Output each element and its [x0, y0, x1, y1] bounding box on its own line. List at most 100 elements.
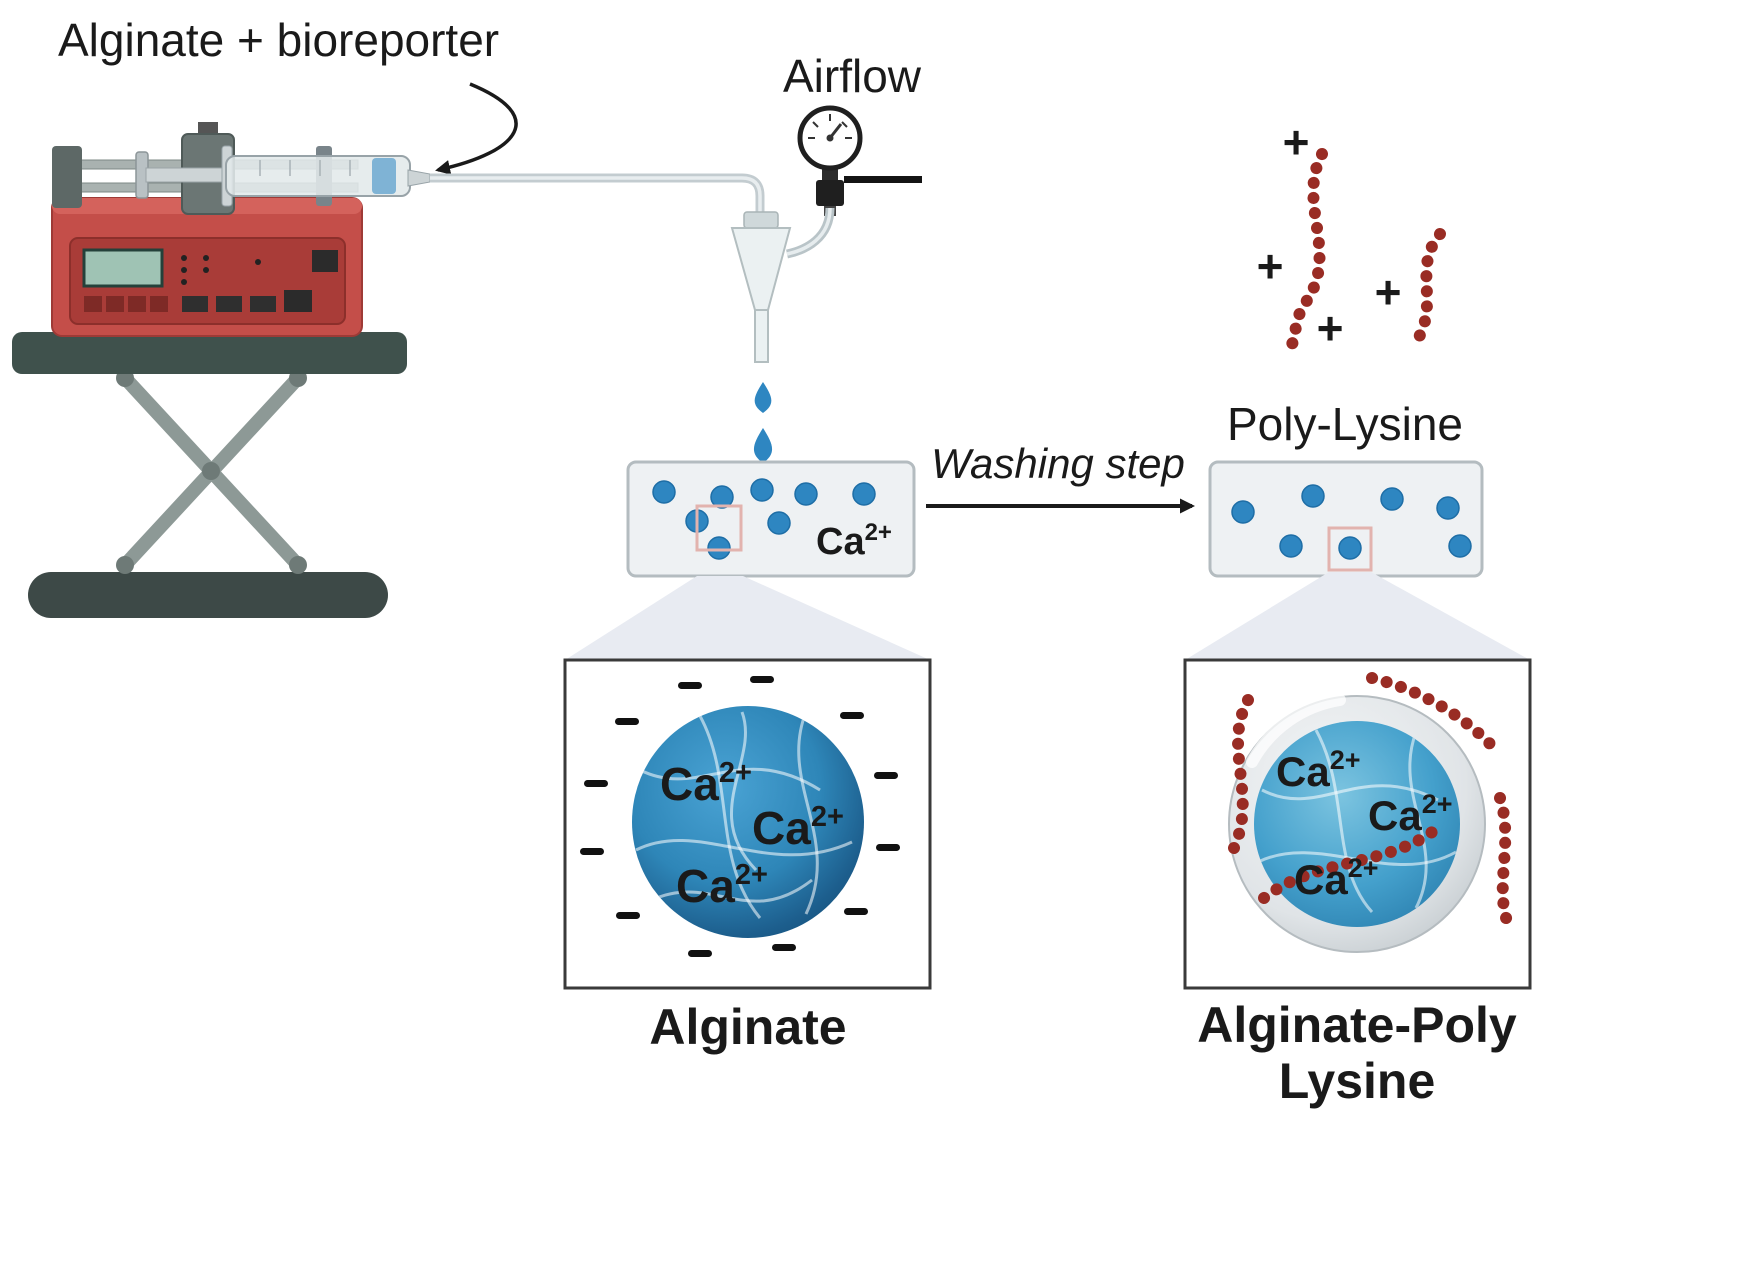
polylysine-chain — [1228, 694, 1254, 854]
alginate-bead — [1231, 500, 1255, 524]
lab-jack — [12, 332, 407, 618]
ca2-label: Ca2+ — [1294, 853, 1379, 903]
pressure-gauge — [785, 105, 922, 259]
zoom-cone — [1185, 572, 1530, 660]
alginate-caption: Alginate — [649, 999, 846, 1055]
tube-outer — [430, 173, 765, 216]
droplets — [753, 382, 773, 463]
washing-step: Washing step — [926, 440, 1195, 514]
polylysine-chain — [1494, 792, 1514, 930]
regulator-body — [816, 180, 844, 206]
indicator-led — [203, 255, 209, 261]
alginate-bead — [767, 511, 791, 535]
gauge-tick — [812, 121, 819, 128]
alginate-bead — [750, 478, 774, 502]
encapsulator-nozzle — [730, 211, 792, 363]
syringe-tip — [407, 169, 431, 187]
minus-charge — [688, 950, 712, 957]
alginate-bead — [1301, 484, 1325, 508]
lab-jack-base — [28, 572, 388, 618]
calcium-bath-dish: Ca2+ — [626, 460, 916, 578]
pump-button — [182, 296, 208, 312]
alginate-bead — [710, 485, 734, 509]
nozzle-tube — [754, 309, 769, 363]
alginate-bead — [1448, 534, 1472, 558]
pump-button — [128, 296, 146, 312]
pump-end-block — [52, 146, 82, 208]
indicator-led — [181, 267, 187, 273]
polylysine-chain — [1406, 228, 1446, 354]
nozzle-fitting — [743, 211, 779, 229]
alginate-poly-caption-line2: Lysine — [1279, 1053, 1436, 1109]
alginate-bead — [1436, 496, 1460, 520]
pump-button — [284, 290, 312, 312]
indicator-led — [203, 267, 209, 273]
polylysine-chain — [1282, 148, 1328, 356]
airflow-label: Airflow — [783, 50, 922, 102]
ca2-label: Ca2+ — [1368, 789, 1453, 839]
pump-button — [216, 296, 242, 312]
gauge-needle-hub — [826, 134, 834, 142]
alginate-sphere — [632, 706, 864, 938]
alginate-bead — [1380, 487, 1404, 511]
minus-charge — [615, 718, 639, 725]
alginate-poly-caption-line1: Alginate-Poly — [1197, 997, 1517, 1053]
pump-button — [106, 296, 124, 312]
scissor-pivot — [289, 556, 307, 574]
minus-charge — [616, 912, 640, 919]
pump-button — [84, 296, 102, 312]
pump-lcd-screen — [82, 248, 164, 288]
zoom-cone — [565, 576, 930, 660]
indicator-led — [255, 259, 261, 265]
minus-charge — [874, 772, 898, 779]
polylysine-chains: + + + + — [1257, 116, 1446, 356]
polylysine-chain — [1258, 820, 1446, 904]
pump-button — [150, 296, 168, 312]
syringe-liquid-band — [372, 158, 396, 194]
ca2-label: Ca2+ — [752, 801, 844, 854]
minus-charge — [840, 712, 864, 719]
alginate-zoom-box: Ca2+ Ca2+ Ca2+ — [563, 658, 932, 990]
air-hose-highlight — [786, 207, 832, 256]
minus-charge — [580, 848, 604, 855]
tubing — [430, 173, 765, 216]
annotation-arrow — [435, 82, 518, 175]
alginate-mesh — [635, 711, 853, 919]
droplet-icon — [753, 428, 773, 463]
air-supply-pipe — [844, 176, 922, 183]
alginate-bead — [652, 480, 676, 504]
syringe — [135, 145, 431, 207]
plus-charge: + — [1283, 116, 1310, 168]
annotation-alginate-bioreporter: Alginate + bioreporter — [58, 14, 499, 66]
minus-charge — [678, 682, 702, 689]
nozzle-cone — [730, 227, 792, 311]
syringe-pump — [51, 122, 363, 337]
polylysine-bath-dish — [1208, 460, 1484, 578]
poly-lysine-label: Poly-Lysine — [1227, 398, 1463, 450]
alginate-bead — [1338, 536, 1362, 560]
minus-charge — [844, 908, 868, 915]
shell-highlight — [1246, 694, 1346, 768]
minus-charge — [772, 944, 796, 951]
plus-charge: + — [1375, 266, 1402, 318]
washing-step-label: Washing step — [931, 440, 1185, 487]
minus-charge — [876, 844, 900, 851]
pump-button — [312, 250, 338, 272]
ca2-label: Ca2+ — [816, 519, 892, 563]
plunger-rod — [145, 167, 231, 183]
droplet-icon — [754, 382, 772, 413]
gauge-tick — [841, 121, 848, 128]
zoom-highlight-box — [1327, 526, 1373, 572]
scissor-pivot — [116, 556, 134, 574]
minus-charge — [584, 780, 608, 787]
polylysine-chain — [1366, 672, 1502, 756]
alginate-bead — [1279, 534, 1303, 558]
ca2-label: Ca2+ — [1276, 745, 1361, 795]
indicator-led — [181, 255, 187, 261]
alginate-bead — [707, 536, 731, 560]
pump-button — [250, 296, 276, 312]
indicator-led — [181, 279, 187, 285]
tube-inner — [430, 176, 762, 216]
lab-jack-platform — [12, 332, 407, 374]
